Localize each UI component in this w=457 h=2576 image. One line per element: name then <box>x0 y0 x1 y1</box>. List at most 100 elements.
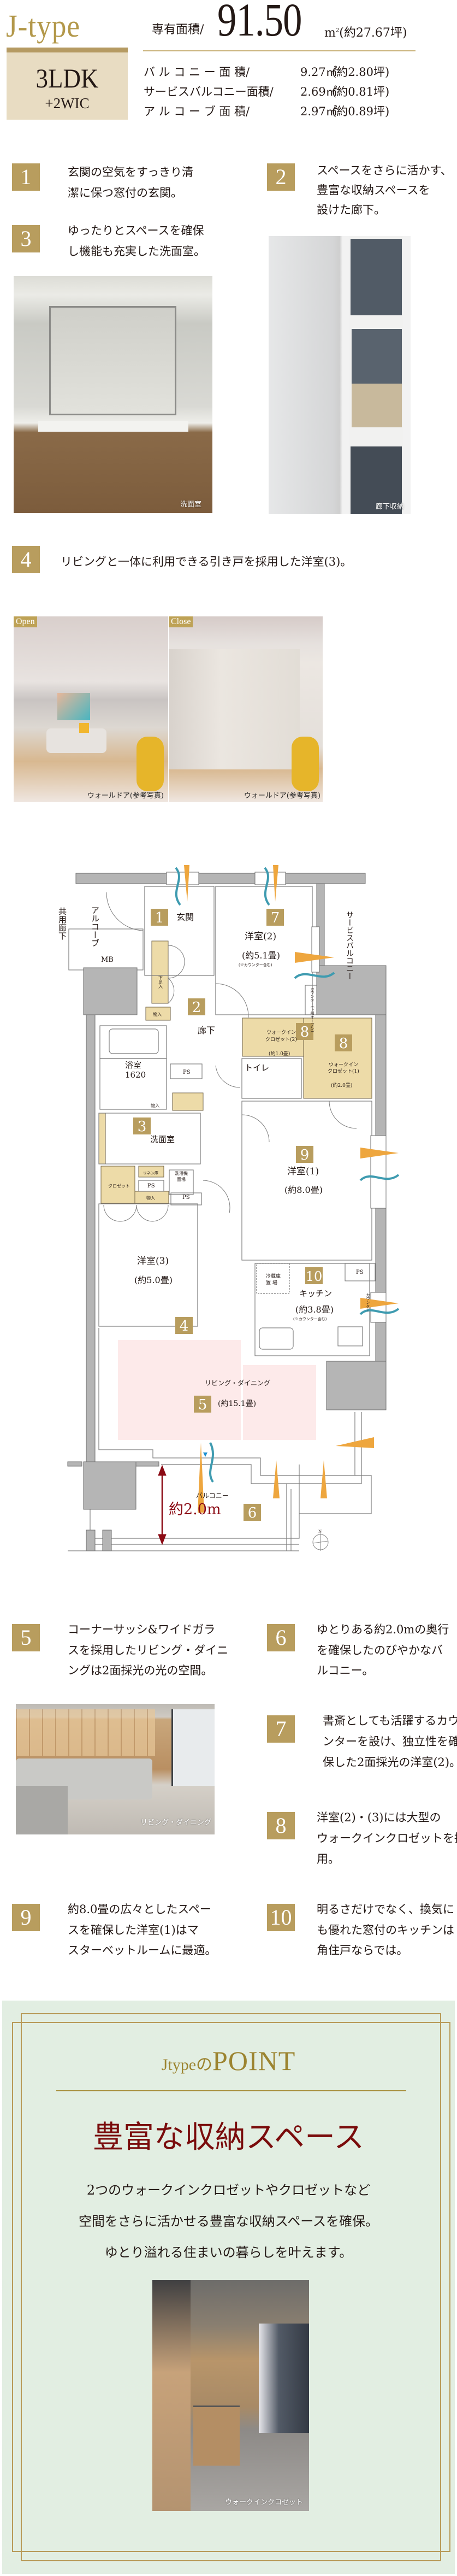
label-washer-2: 置場 <box>177 1177 186 1182</box>
label-washer: 洗濯機 <box>175 1171 188 1176</box>
label-storage: 物入 <box>151 1103 159 1108</box>
painting <box>57 693 90 720</box>
plan-labels: 共用廊下 アルコーブ MB 玄関 洋室(2) (約5.1畳) (※カウンター含む… <box>57 906 370 1518</box>
feature-line: 潔に保つ窓付の玄関。 <box>68 186 182 199</box>
feature-line: 豊富な収納スペースを <box>317 184 430 197</box>
window <box>171 1709 215 1786</box>
feature-line: 明るさだけでなく、換気に <box>317 1903 454 1916</box>
feature-line: ンターを設け、独立性を確 <box>323 1735 457 1748</box>
feature-line: を確保したのびやかなバ <box>317 1643 443 1657</box>
windows <box>166 872 387 1323</box>
type-title: J-type <box>6 8 80 44</box>
walls <box>67 873 387 1551</box>
sunlight-icons <box>184 865 399 1513</box>
photo-caption: ウォールドア(参考写真) <box>87 792 164 800</box>
feature-text-4: リビングと一体に利用できる引き戸を採用した洋室(3)。 <box>61 551 352 572</box>
plan-badge: 2 <box>192 999 201 1016</box>
label-ld: リビング・ダイニング <box>205 1379 270 1387</box>
feature-line: リビングと一体に利用できる引き戸を採用した洋室(3)。 <box>61 555 352 568</box>
plan-badge: 4 <box>180 1318 189 1334</box>
feature-text-1: 玄関の空気をすっきり清 潔に保つ窓付の玄関。 <box>68 162 193 203</box>
open-tag: Open <box>14 616 37 627</box>
area-value: 91.50 <box>217 0 302 46</box>
label-room3: 洋室(3) <box>137 1256 169 1267</box>
ld-highlight <box>118 1340 316 1440</box>
label-storage: 物入 <box>146 1195 155 1201</box>
shelf-left <box>152 2280 191 2511</box>
point-line: 2つのウォークインクロゼットやクロゼットなど <box>86 2183 371 2198</box>
feature-line: ングは2面採光の光の空間。 <box>68 1664 213 1677</box>
label-room3-size: (約5.0畳) <box>134 1275 173 1285</box>
label-common-corridor: 共用廊下 <box>57 907 67 940</box>
label-closet: クロゼット <box>108 1183 130 1189</box>
feature-badge-6: 6 <box>267 1624 295 1651</box>
washroom-photo: 洗面室 <box>14 276 212 513</box>
label-ps: PS <box>183 1069 191 1075</box>
feature-text-10: 明るさだけでなく、換気に も優れた窓付のキッチンは 角住戸ならでは。 <box>317 1899 454 1961</box>
feature-line: 保した2面採光の洋室(2)。 <box>323 1756 457 1769</box>
close-photo: Close ウォールドア(参考写真) <box>169 616 323 802</box>
label-shoe-closet: 下足入 <box>158 975 163 989</box>
feature-badge-4: 4 <box>12 546 40 573</box>
label-counter: カウンター <box>366 1293 370 1312</box>
clothes <box>259 2324 309 2433</box>
label-ps: PS <box>147 1183 155 1189</box>
mirror <box>49 306 176 415</box>
point-line: 空間をさらに活かせる豊富な収納スペースを確保。 <box>78 2214 379 2229</box>
point-frame-outer <box>21 2013 441 2561</box>
area-row-label: ア ル コ ー ブ 面 積/ <box>144 105 250 118</box>
feature-badge-5: 5 <box>12 1624 40 1651</box>
area-row-label: バ ル コ ニ ー 面 積/ <box>144 66 250 79</box>
area-row-service-balcony: サービスバルコニー面積/2.69㎡(約0.81坪) <box>144 83 417 99</box>
photo-caption: ウォールドア(参考写真) <box>244 792 321 800</box>
feature-badge-9: 9 <box>12 1904 40 1931</box>
layout-badge: 3LDK +2WIC <box>7 48 128 120</box>
feature-line: スを採用したリビング・ダイニ <box>68 1643 228 1657</box>
feature-line: スターベットルームに最適。 <box>68 1944 217 1957</box>
plan-badge: 6 <box>248 1505 257 1521</box>
feature-line: し機能も充実した洗面室。 <box>68 245 205 258</box>
counter <box>38 421 188 432</box>
area-row-value: 2.97㎡ <box>300 105 337 118</box>
feature-badge-10: 10 <box>267 1904 295 1931</box>
label-counter-note: (※カウンター含む) <box>293 1316 327 1321</box>
point-divider <box>56 2090 406 2091</box>
label-room1: 洋室(1) <box>287 1166 319 1177</box>
area-row-label: サービスバルコニー面積/ <box>144 85 274 98</box>
feature-line: ルコニー。 <box>317 1664 374 1677</box>
area-row-value: 9.27㎡ <box>300 66 337 79</box>
wind-icons <box>175 867 400 1483</box>
wic-photo: ウォークインクロゼット <box>152 2280 309 2511</box>
label-balcony-depth: 約2.0m <box>169 1501 221 1518</box>
feature-line: コーナーサッシ&ワイドガラ <box>68 1623 216 1636</box>
feature-line: ゆとりある約2.0mの奥行 <box>317 1623 449 1636</box>
feature-badge-3: 3 <box>12 225 40 252</box>
feature-text-6: ゆとりある約2.0mの奥行 を確保したのびやかなバ ルコニー。 <box>317 1620 449 1681</box>
divider <box>143 50 416 51</box>
plan-badge: 10 <box>306 1269 323 1284</box>
cushion <box>79 723 89 733</box>
label-fridge: 冷蔵庫 <box>266 1273 281 1279</box>
label-ld-size: (約15.1畳) <box>218 1399 256 1408</box>
feature-badge-8: 8 <box>267 1812 295 1839</box>
photo-caption: 洗面室 <box>180 501 201 509</box>
label-wic2: ウォークイン <box>266 1030 296 1036</box>
feature-text-8: 洋室(2)・(3)には大型の ウォークインクロゼットを採 用。 <box>317 1807 457 1869</box>
feature-badge-2: 2 <box>267 163 295 191</box>
feature-line: スを確保した洋室(1)はマ <box>68 1923 199 1937</box>
label-kitchen: キッチン <box>299 1289 332 1298</box>
feature-line: 洋室(2)・(3)には大型の <box>317 1811 441 1824</box>
label-washroom: 洗面室 <box>150 1134 175 1144</box>
box <box>352 384 402 427</box>
label-ps: PS <box>182 1195 190 1201</box>
plan-badge: 7 <box>271 910 280 926</box>
floor-plan: N 1 7 2 8 8 3 9 10 4 5 6 共用廊下 アルコーブ MB 玄… <box>57 865 400 1551</box>
north-label: N <box>318 1530 322 1534</box>
layout-type: 3LDK <box>35 63 99 93</box>
open-photo: Open ウォールドア(参考写真) <box>14 616 168 802</box>
area-label: 専有面積/ <box>152 23 204 37</box>
label-counter-open: カウンター(下部オープン) <box>310 987 314 1032</box>
layout-sub: +2WIC <box>45 95 90 111</box>
label-kitchen-size: (約3.8畳) <box>295 1304 334 1315</box>
photo-caption: リビング・ダイニング <box>140 1819 211 1827</box>
